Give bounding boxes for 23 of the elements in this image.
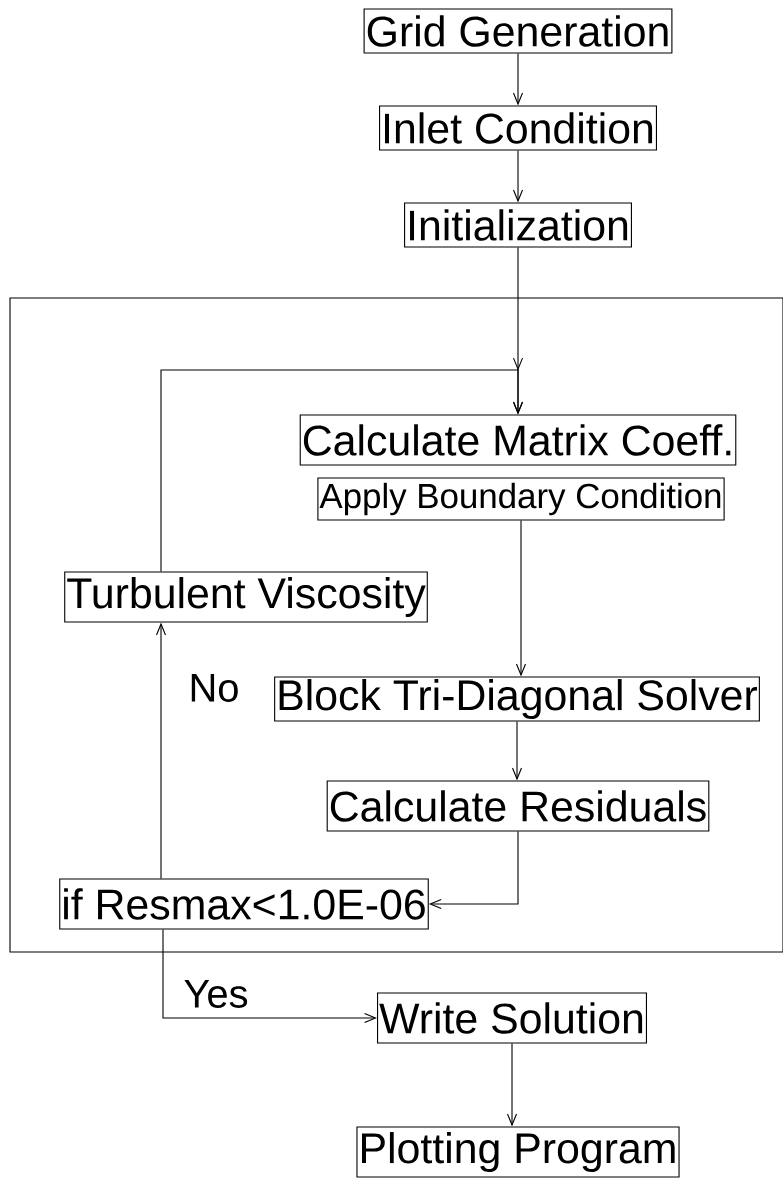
process-box: Turbulent Viscosity — [64, 571, 428, 623]
process-box: Calculate Matrix Coeff. — [299, 414, 737, 466]
arrow — [428, 831, 519, 910]
process-box: Apply Boundary Condition — [317, 477, 725, 521]
process-box: Plotting Program — [356, 1126, 680, 1178]
process-box: Initialization — [404, 202, 632, 248]
arrow — [511, 721, 523, 781]
process-box: Write Solution — [377, 992, 647, 1044]
arrow — [512, 53, 524, 106]
loop-frame — [9, 297, 783, 953]
arrow — [506, 1043, 518, 1127]
arrow — [512, 150, 524, 203]
process-box: Block Tri-Diagonal Solver — [274, 676, 760, 722]
process-box: if Resmax<1.0E-06 — [59, 878, 429, 930]
process-box: Calculate Residuals — [326, 780, 710, 832]
process-box: Grid Generation — [363, 8, 673, 54]
edge-label: Yes — [182, 979, 250, 1009]
process-box: Inlet Condition — [379, 105, 657, 151]
arrow — [155, 622, 167, 879]
arrow — [515, 520, 527, 677]
arrow — [162, 929, 377, 1024]
arrow — [160, 357, 524, 572]
edge-label: No — [187, 673, 241, 703]
